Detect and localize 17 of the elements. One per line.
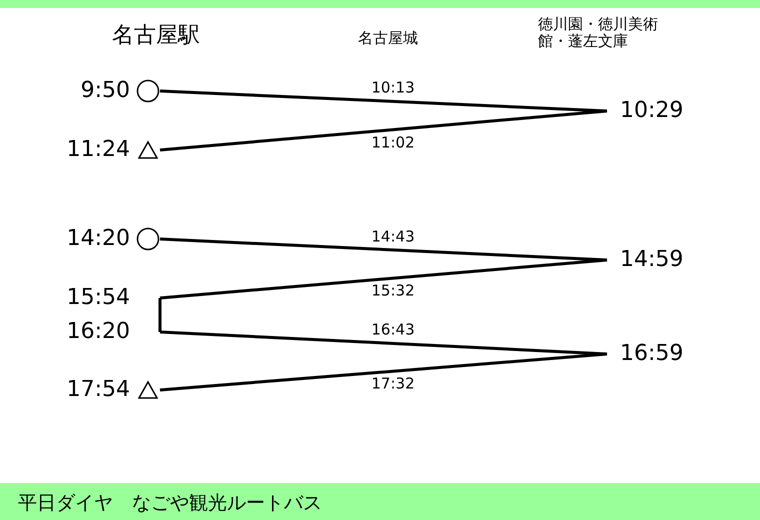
time-label: 15:54 bbox=[66, 285, 130, 311]
route-line bbox=[158, 298, 162, 332]
time-label: 10:29 bbox=[620, 98, 684, 124]
stop-name: 名古屋駅 bbox=[112, 24, 200, 48]
stop-name: 徳川園・徳川美術館・蓬左文庫 bbox=[538, 16, 659, 49]
caption-band: 平日ダイヤ なごや観光ルートバス bbox=[0, 483, 760, 520]
route-line bbox=[160, 110, 608, 152]
route-line bbox=[160, 352, 608, 392]
time-label: 9:50 bbox=[80, 78, 130, 104]
time-label: 16:20 bbox=[66, 319, 130, 345]
stop-name: 名古屋城 bbox=[358, 30, 418, 46]
time-label: 14:20 bbox=[66, 226, 130, 252]
route-line bbox=[160, 258, 608, 300]
time-label: 11:24 bbox=[66, 137, 130, 163]
time-label: 16:59 bbox=[620, 341, 684, 367]
time-label: 17:54 bbox=[66, 377, 130, 403]
time-label: 14:59 bbox=[620, 247, 684, 273]
